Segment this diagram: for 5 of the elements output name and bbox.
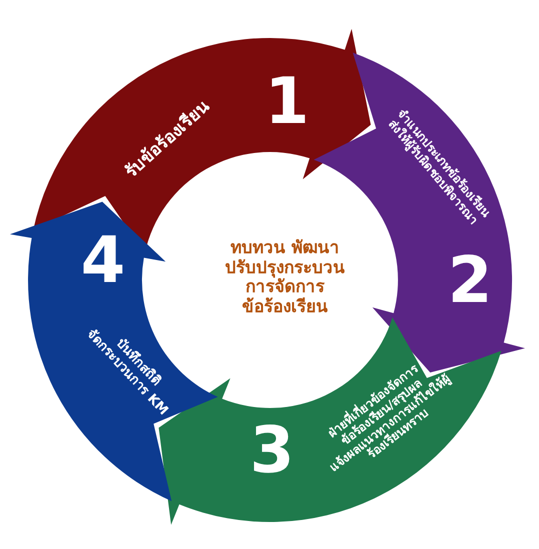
step-number: 4 — [80, 225, 126, 299]
center-text: ทบทวน พัฒนา ปรับปรุงกระบวน การจัดการ ข้อร้องเรียน — [224, 238, 346, 318]
step-number: 3 — [250, 415, 294, 489]
step-number: 1 — [264, 66, 310, 140]
step-number: 2 — [448, 245, 492, 319]
